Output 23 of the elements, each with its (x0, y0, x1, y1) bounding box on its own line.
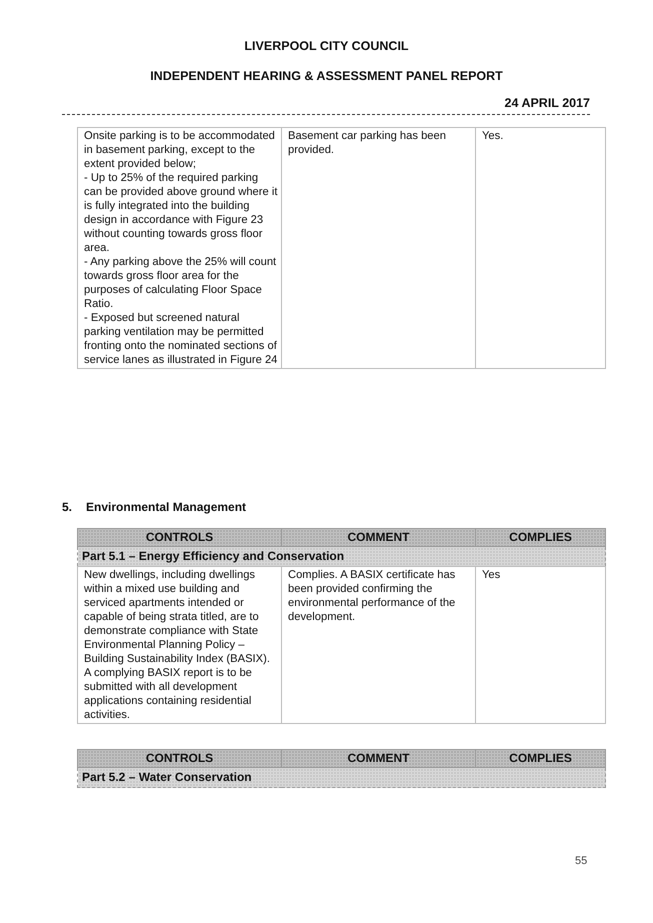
cell-text: - Up to 25% of the required parking can be provided above ground where it is fully integrated into the building design in accordance with Figure 23 without counting towards gross floor area. (84, 171, 278, 255)
column-header: CONTROLS (146, 530, 214, 544)
section-heading: Environmental Management (86, 500, 246, 514)
cell-text: Basement car parking has been provided. (288, 129, 447, 157)
cell-text: Onsite parking is to be accommodated in basement parking, except to the extent provided below; (84, 129, 276, 171)
column-header: COMMENT (348, 751, 410, 765)
cell-text: Yes (482, 568, 502, 582)
column-header: CONTROLS (146, 751, 214, 765)
section-row-heading: Part 5.2 – Water Conservation (82, 770, 252, 784)
column-header: COMMENT (348, 530, 410, 544)
report-date: 24 APRIL 2017 (504, 96, 590, 110)
section-number: 5. (62, 500, 72, 514)
cell-text: New dwellings, including dwellings within a mixed use building and serviced apartments intended or capable of being strata titled, are to demonstrate compliance with State Environmental Planning Policy – Building Sustainability Index (BASIX). A complying BASIX report is to be submitted with all development applications containing residential activities. (84, 568, 271, 722)
cell-text: Complies. A BASIX certificate has been provided confirming the environmental performance of the development. (288, 568, 456, 624)
report-title: INDEPENDENT HEARING & ASSESSMENT PANEL REPORT (149, 69, 504, 83)
column-header: COMPLIES (509, 751, 572, 765)
column-header: COMPLIES (509, 530, 572, 544)
cell-text: Yes. (482, 129, 504, 143)
cell-text: - Exposed but screened natural parking ventilation may be permitted fronting onto the nominated sections of service lanes as illustrated in Figure 24 (84, 311, 278, 367)
cell-text: - Any parking above the 25% will count towards gross floor area for the purposes of calculating Floor Space Ratio. (84, 255, 278, 311)
page-number: 55 (575, 855, 588, 867)
council-heading: LIVERPOOL CITY COUNCIL (243, 39, 410, 53)
section-row-heading: Part 5.1 – Energy Efficiency and Conservation (82, 549, 344, 563)
